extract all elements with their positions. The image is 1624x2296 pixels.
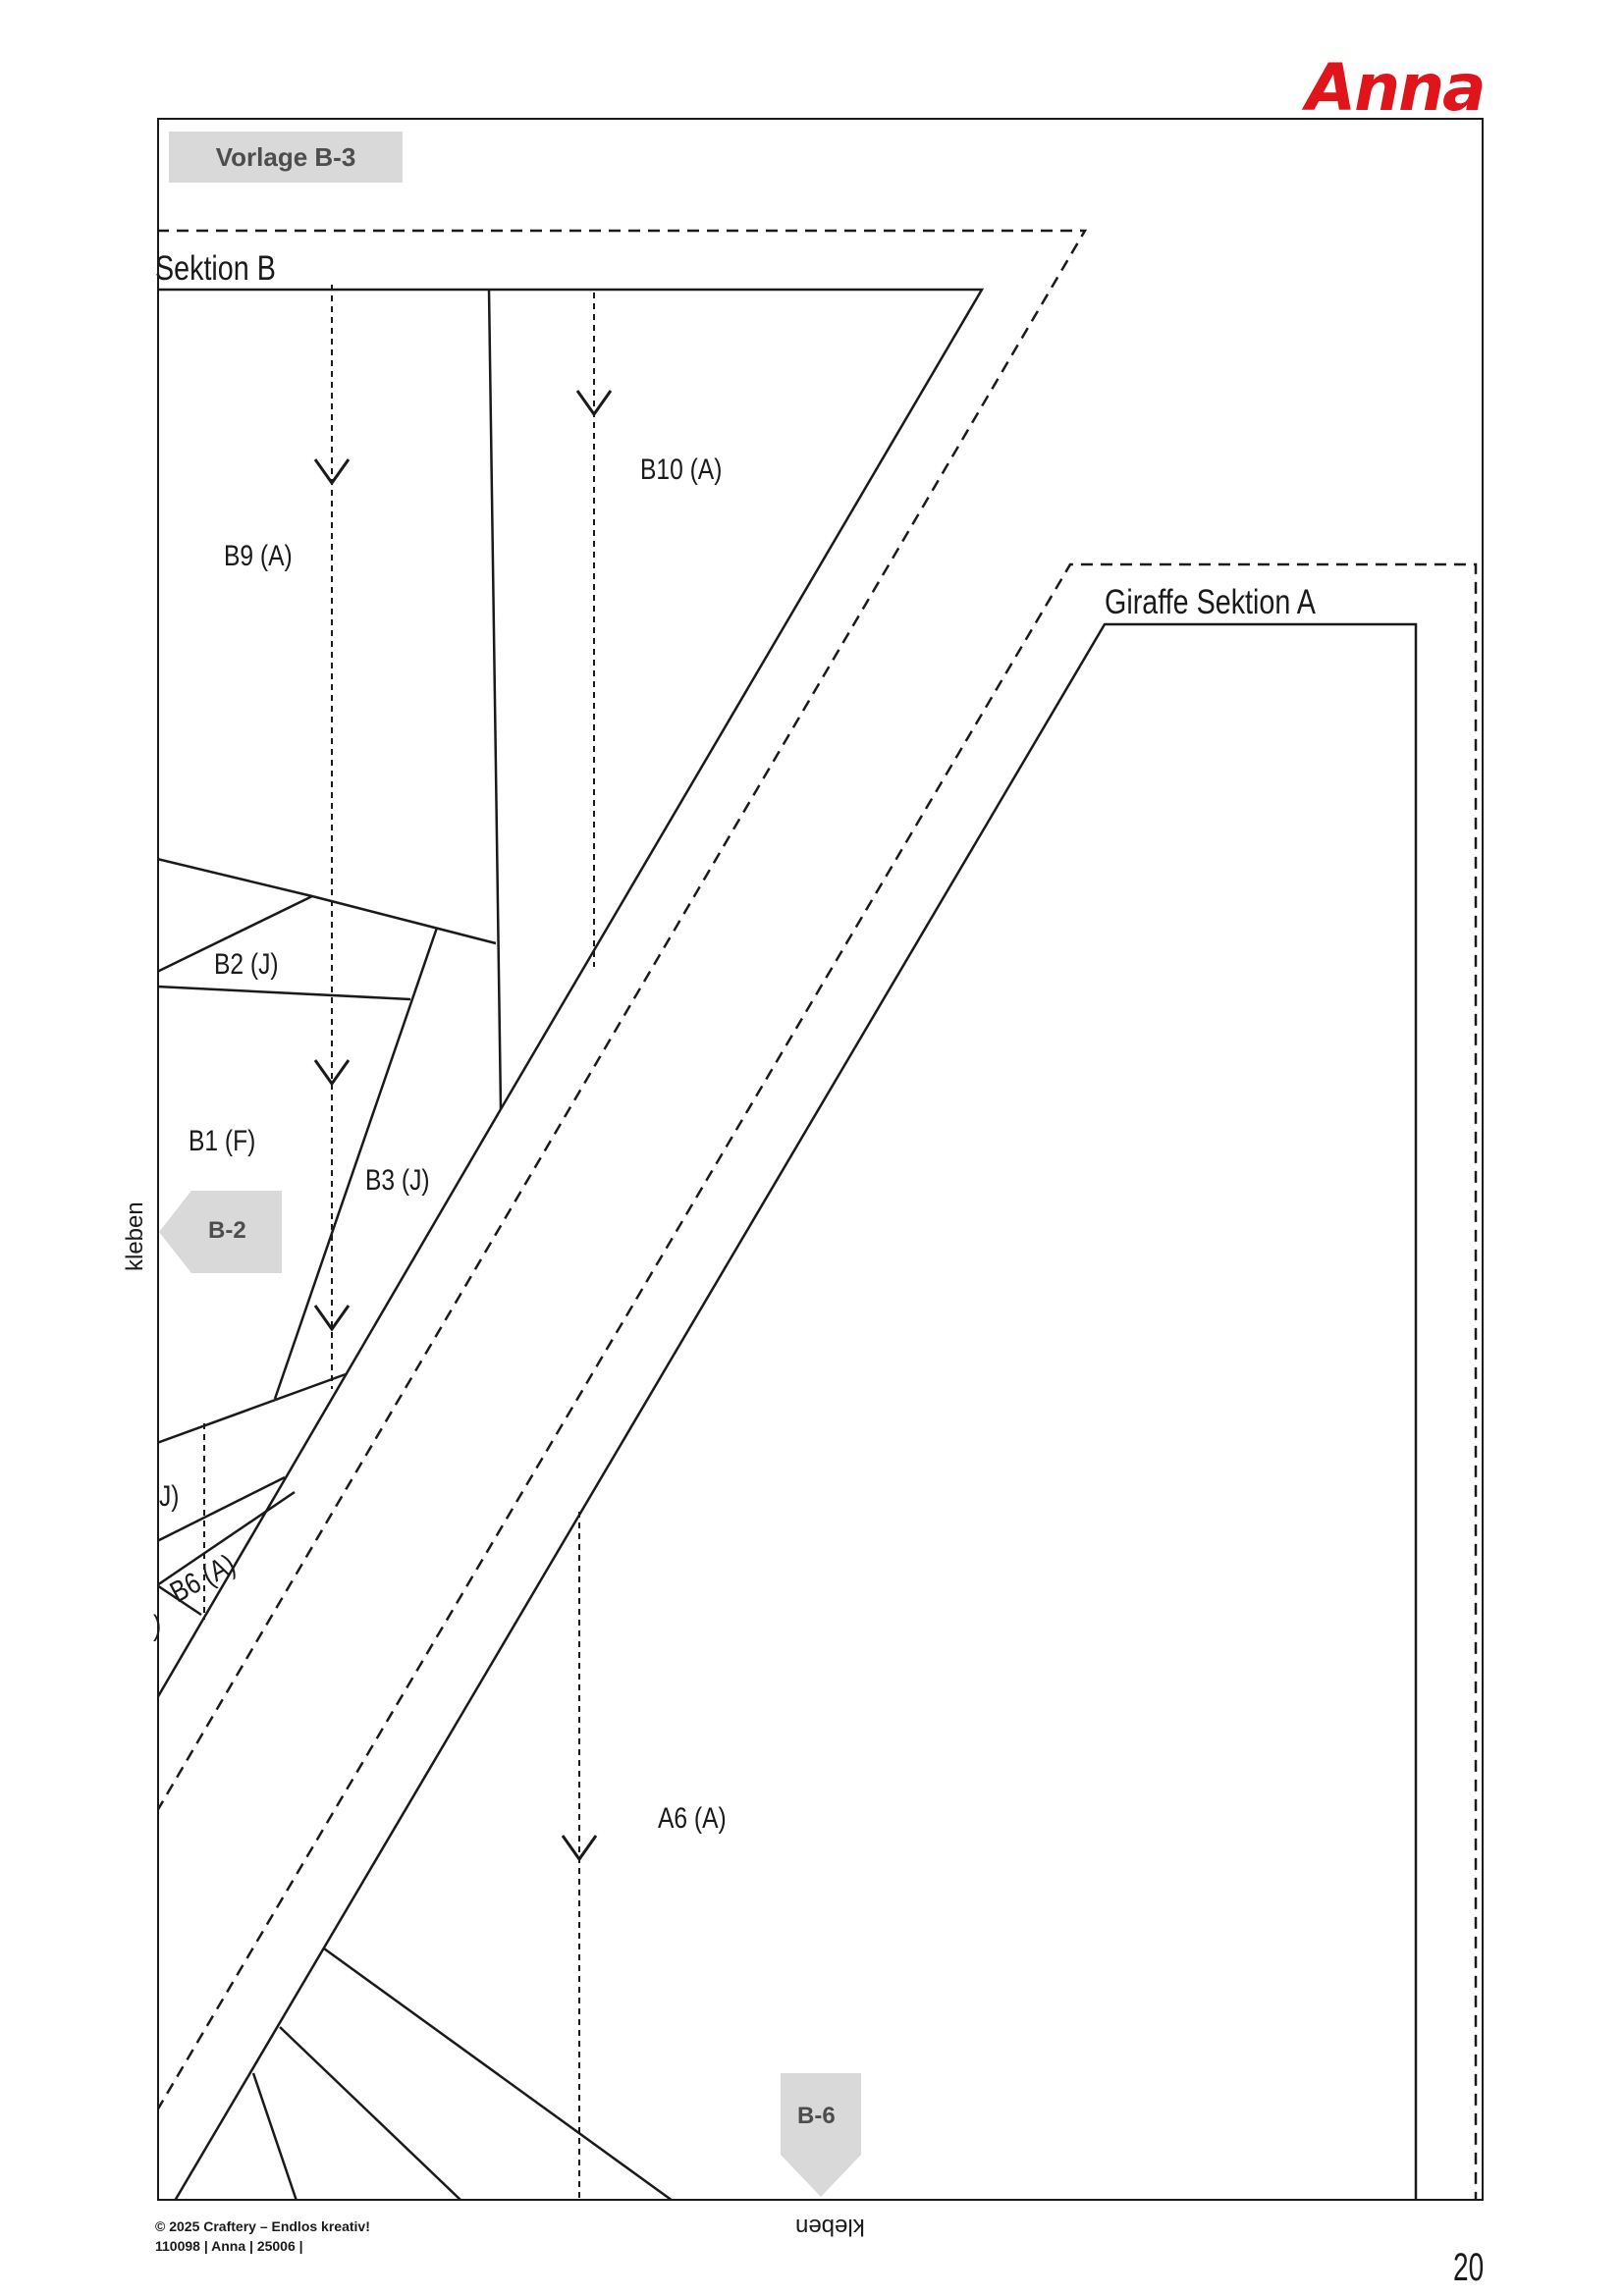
anna-logo: Anna: [1306, 50, 1487, 126]
arrow-b9-3: [313, 1305, 351, 1332]
arrow-a6: [561, 1835, 598, 1862]
lower-seam-2: [157, 1475, 286, 1543]
footer-line-2: 110098 | Anna | 25006 |: [155, 2238, 303, 2254]
b3-seam: [273, 927, 439, 1400]
piece-b3-label: B3 (J): [365, 1164, 430, 1197]
tab-b6-label: B-6: [797, 2103, 836, 2129]
sektion-b-outline: [157, 288, 985, 1110]
footer-line-1: © 2025 Craftery – Endlos kreativ!: [155, 2218, 370, 2234]
template-label: Vorlage B-3: [169, 132, 403, 183]
a-bottom-seam-2: [279, 2026, 462, 2201]
b9-b10-seam: [487, 289, 503, 1110]
arrow-b9-1: [313, 458, 351, 486]
pattern-frame: [157, 118, 1484, 2201]
piece-b1-label: B1 (F): [189, 1125, 256, 1157]
b2-lower-seam: [157, 894, 313, 974]
b1-top-seam: [157, 985, 411, 1001]
footer-copyright: © 2025 Craftery – Endlos kreativ! 110098…: [155, 2216, 370, 2256]
piece-b10-label: B10 (A): [640, 454, 723, 486]
piece-a6-label: A6 (A): [658, 1802, 727, 1835]
piece-b2-label: B2 (J): [214, 948, 279, 981]
b6-seam: [157, 1490, 296, 1587]
tab-b2-label: B-2: [208, 1217, 246, 1244]
lower-seam-3: [157, 1583, 202, 1617]
piece-b9-label: B9 (A): [224, 540, 293, 572]
sektion-b-label: Sektion B: [155, 249, 276, 288]
sektion-b-seam-allowance: [157, 229, 1088, 1812]
arrow-b10: [575, 390, 613, 417]
giraffe-sektion-a-label: Giraffe Sektion A: [1105, 583, 1316, 621]
piece-partial-j-label: J): [159, 1480, 180, 1513]
piece-partial-paren-label: ): [153, 1610, 162, 1642]
page-number: 20: [1453, 2246, 1485, 2289]
sektion-a-seam-allowance: [157, 562, 1478, 2201]
glue-label-bottom: kleben: [795, 2214, 865, 2240]
arrow-b9-2: [313, 1059, 351, 1087]
sektion-b-diagonal: [157, 1108, 503, 1699]
lower-seam-1: [157, 1372, 347, 1445]
sektion-a-outline: [173, 622, 1418, 2201]
a-bottom-seam-3: [251, 2072, 298, 2201]
glue-label-side: kleben: [122, 1201, 148, 1271]
b2-seam: [157, 857, 497, 945]
tab-b2-shape: [159, 1191, 282, 1273]
tab-b6-shape: [781, 2073, 861, 2197]
a-bottom-seam-1: [323, 1947, 674, 2201]
